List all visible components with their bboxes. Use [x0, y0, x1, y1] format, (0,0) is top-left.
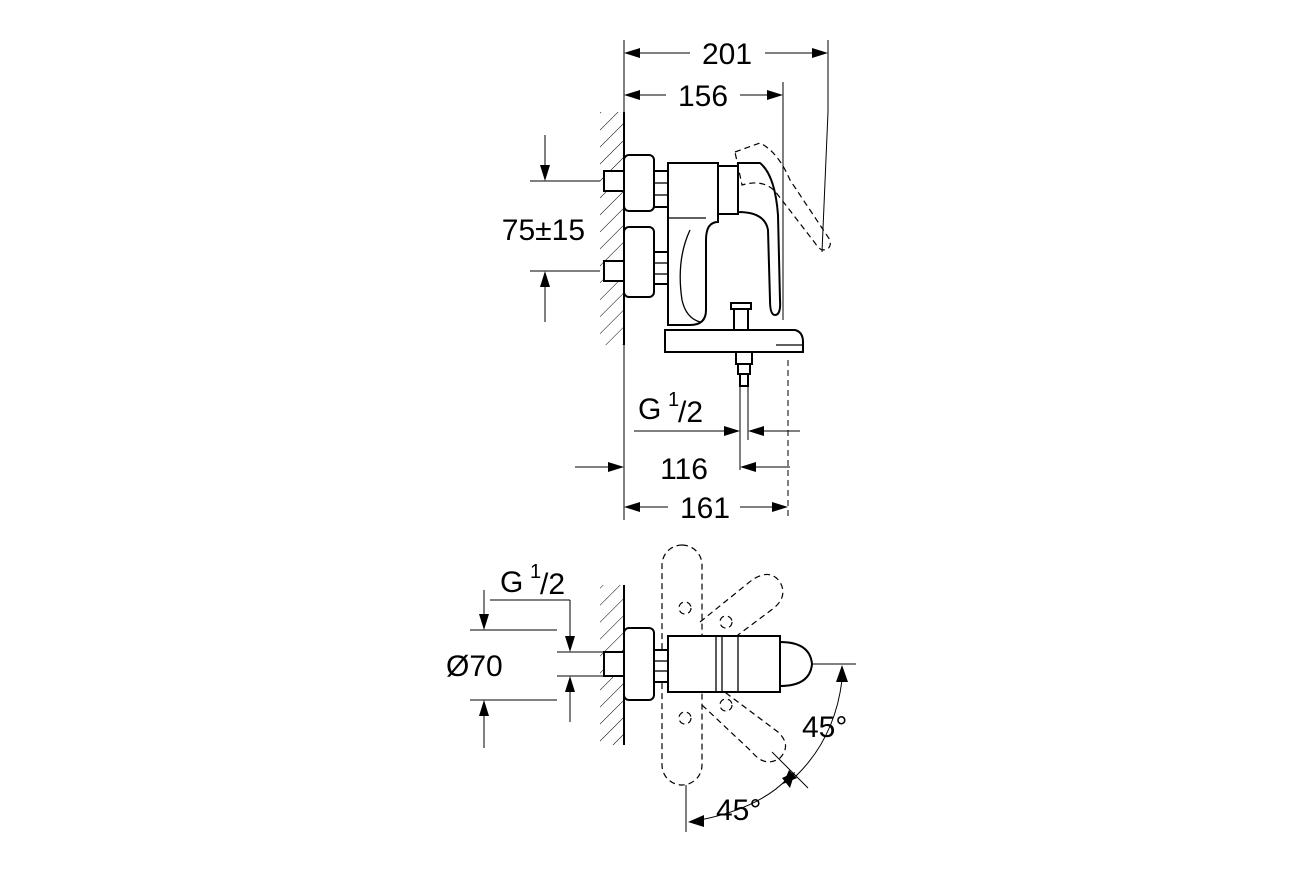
- outlet-fitting-b: [737, 363, 751, 375]
- g-bottom-numerator: 1: [530, 561, 541, 583]
- mixer-body: [667, 162, 719, 326]
- g-top-denominator: /2: [678, 396, 703, 429]
- g-bottom-letter: G: [500, 566, 523, 599]
- lever-vertical-hole-bottom: [678, 711, 692, 725]
- g-top-letter: G: [638, 393, 661, 426]
- arrow-116-right: [740, 462, 756, 472]
- angle-arc-bottom: [699, 777, 789, 821]
- lever-diag-up-hole: [719, 615, 733, 629]
- arrow-g-bottom-bottom: [565, 676, 575, 692]
- arrow-angle-bottom-right: [782, 772, 795, 788]
- connector-top: [603, 170, 625, 192]
- arrow-g-bottom-top: [565, 636, 575, 652]
- angle-bottom-label: 45°: [716, 794, 761, 827]
- dim-156-label: 156: [678, 80, 728, 113]
- dim-116-label: 116: [660, 453, 708, 486]
- lever-handle-alternate: [734, 142, 831, 251]
- top-view: Ø70 G 1 /2 45° 45°: [446, 544, 856, 832]
- rosette-topview: [623, 627, 655, 701]
- arrow-161-left: [624, 502, 640, 512]
- arrow-dia-bottom: [479, 700, 489, 716]
- connector-bottom: [603, 260, 625, 282]
- dim-75-label: 75±15: [502, 214, 585, 247]
- arrow-g-left: [724, 426, 740, 436]
- g-bottom-denominator: /2: [540, 568, 565, 601]
- spout: [664, 329, 804, 353]
- dim-201-label: 201: [702, 38, 752, 71]
- arrow-116-left: [608, 462, 624, 472]
- nut-topview: [653, 649, 669, 683]
- wall-hatching-side: [600, 112, 624, 345]
- cartridge: [717, 165, 739, 215]
- mixer-body-topview: [667, 635, 781, 693]
- arrow-161-right: [772, 502, 788, 512]
- arrow-g-right: [748, 426, 764, 436]
- dim-161-label: 161: [680, 492, 730, 525]
- arrow-201-right: [812, 48, 828, 58]
- arrow-75-bottom: [540, 271, 550, 287]
- connector-topview: [603, 651, 625, 677]
- arrow-angle-bottom-left: [688, 815, 704, 827]
- angle-ext-diagonal: [771, 751, 809, 789]
- arrow-156-left: [624, 90, 640, 100]
- lever-vertical-hole-top: [678, 601, 692, 615]
- nut-bottom: [653, 251, 669, 285]
- side-view: 201 156 75±15: [502, 38, 831, 525]
- arrow-angle-right-top: [836, 665, 848, 682]
- nut-top: [653, 170, 669, 208]
- lever-handle: [737, 162, 782, 317]
- angle-right-label: 45°: [802, 711, 847, 744]
- rosette-top: [623, 154, 655, 212]
- lever-position-diag-down: [701, 689, 787, 763]
- outlet-fitting-c: [739, 373, 749, 387]
- lever-position-diag-up: [699, 573, 784, 651]
- g-top-numerator: 1: [668, 389, 679, 411]
- dim-70-label: Ø70: [446, 650, 503, 683]
- mixer-body-contour: [679, 229, 701, 323]
- arrow-201-left: [624, 48, 640, 58]
- spout-tip-topview: [779, 640, 814, 688]
- diverter-cap: [730, 302, 752, 310]
- lever-diag-down-hole: [719, 698, 733, 712]
- outlet-fitting-a: [735, 351, 753, 365]
- angle-arc-right: [795, 679, 843, 777]
- arrow-75-top: [540, 165, 550, 181]
- rosette-bottom: [623, 226, 655, 298]
- ext-line-201-lower: [821, 111, 829, 253]
- arrow-dia-top: [479, 614, 489, 630]
- arrow-156-right: [767, 90, 783, 100]
